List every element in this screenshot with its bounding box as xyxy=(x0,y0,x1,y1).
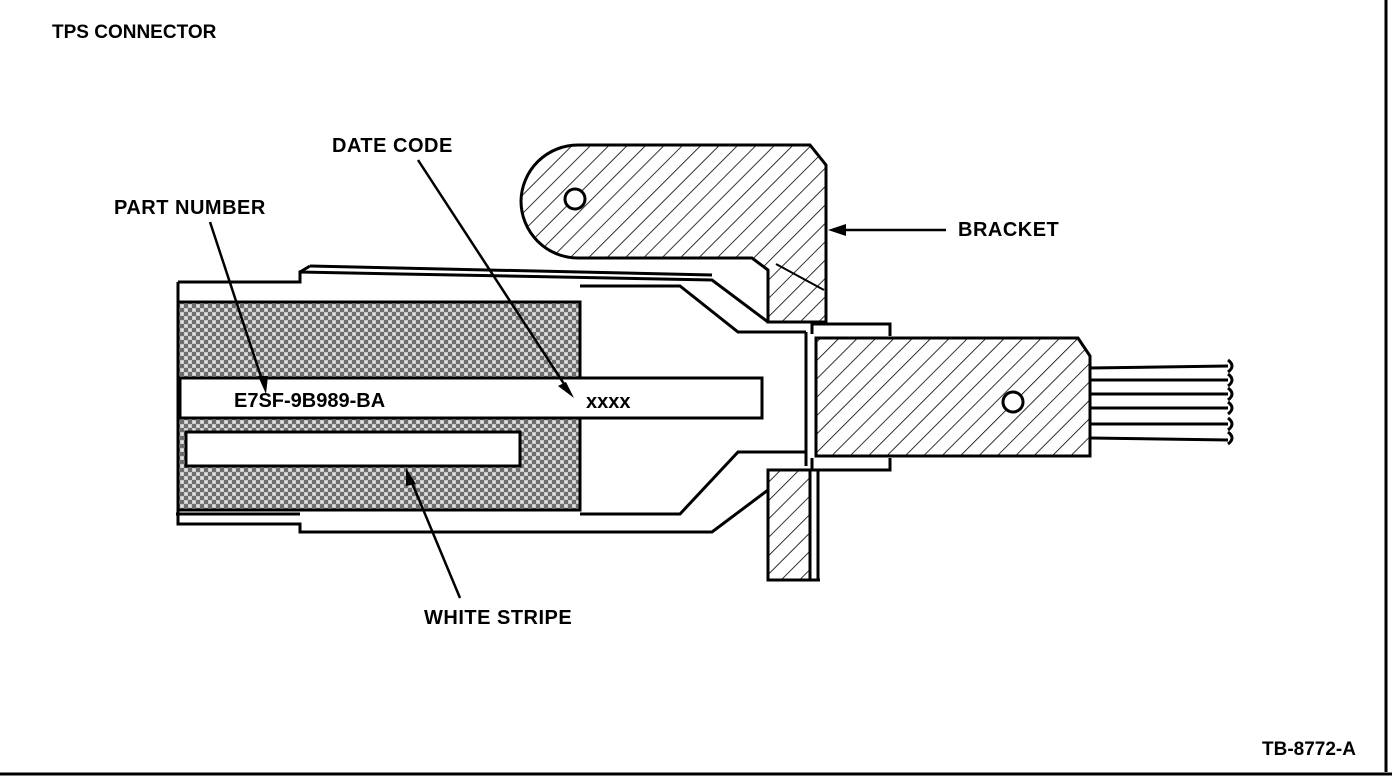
part-number-arrowhead xyxy=(258,376,268,394)
bracket-arrowhead xyxy=(828,224,846,236)
connector-housing-outline xyxy=(176,282,770,534)
date-code-arrowhead xyxy=(558,382,574,398)
date-code-label: DATE CODE xyxy=(332,135,453,157)
sensor-body xyxy=(814,336,1092,458)
date-code-leader xyxy=(416,159,570,391)
sensor-wires xyxy=(1089,358,1234,446)
part-number-value: E7SF-9B989-BA xyxy=(234,390,385,412)
bracket-label: BRACKET xyxy=(958,219,1059,241)
white-stripe-leader xyxy=(408,477,462,599)
connector-taper-bottom xyxy=(580,450,806,516)
bracket-inner-edge xyxy=(775,263,825,291)
diagram-title: TPS CONNECTOR xyxy=(52,22,217,43)
figure-reference: TB-8772-A xyxy=(1262,739,1356,760)
white-stripe xyxy=(184,430,522,468)
sensor-collar-top xyxy=(810,322,892,336)
bracket-lower xyxy=(766,468,812,582)
white-stripe-label: WHITE STRIPE xyxy=(424,607,572,629)
part-number-leader xyxy=(208,221,266,387)
date-code-value: xxxx xyxy=(586,391,631,413)
part-number-label: PART NUMBER xyxy=(114,197,266,219)
connector-taper-top xyxy=(580,284,806,334)
bracket-mounting-hole xyxy=(563,187,587,211)
white-stripe-arrowhead xyxy=(406,468,416,486)
connector-top-rim-2 xyxy=(309,264,713,277)
connector-top-rim xyxy=(299,264,311,274)
bracket-upper xyxy=(519,143,828,324)
part-number-band xyxy=(178,376,764,420)
sensor-collar-bottom xyxy=(810,458,892,472)
sensor-mounting-hole xyxy=(1001,390,1025,414)
